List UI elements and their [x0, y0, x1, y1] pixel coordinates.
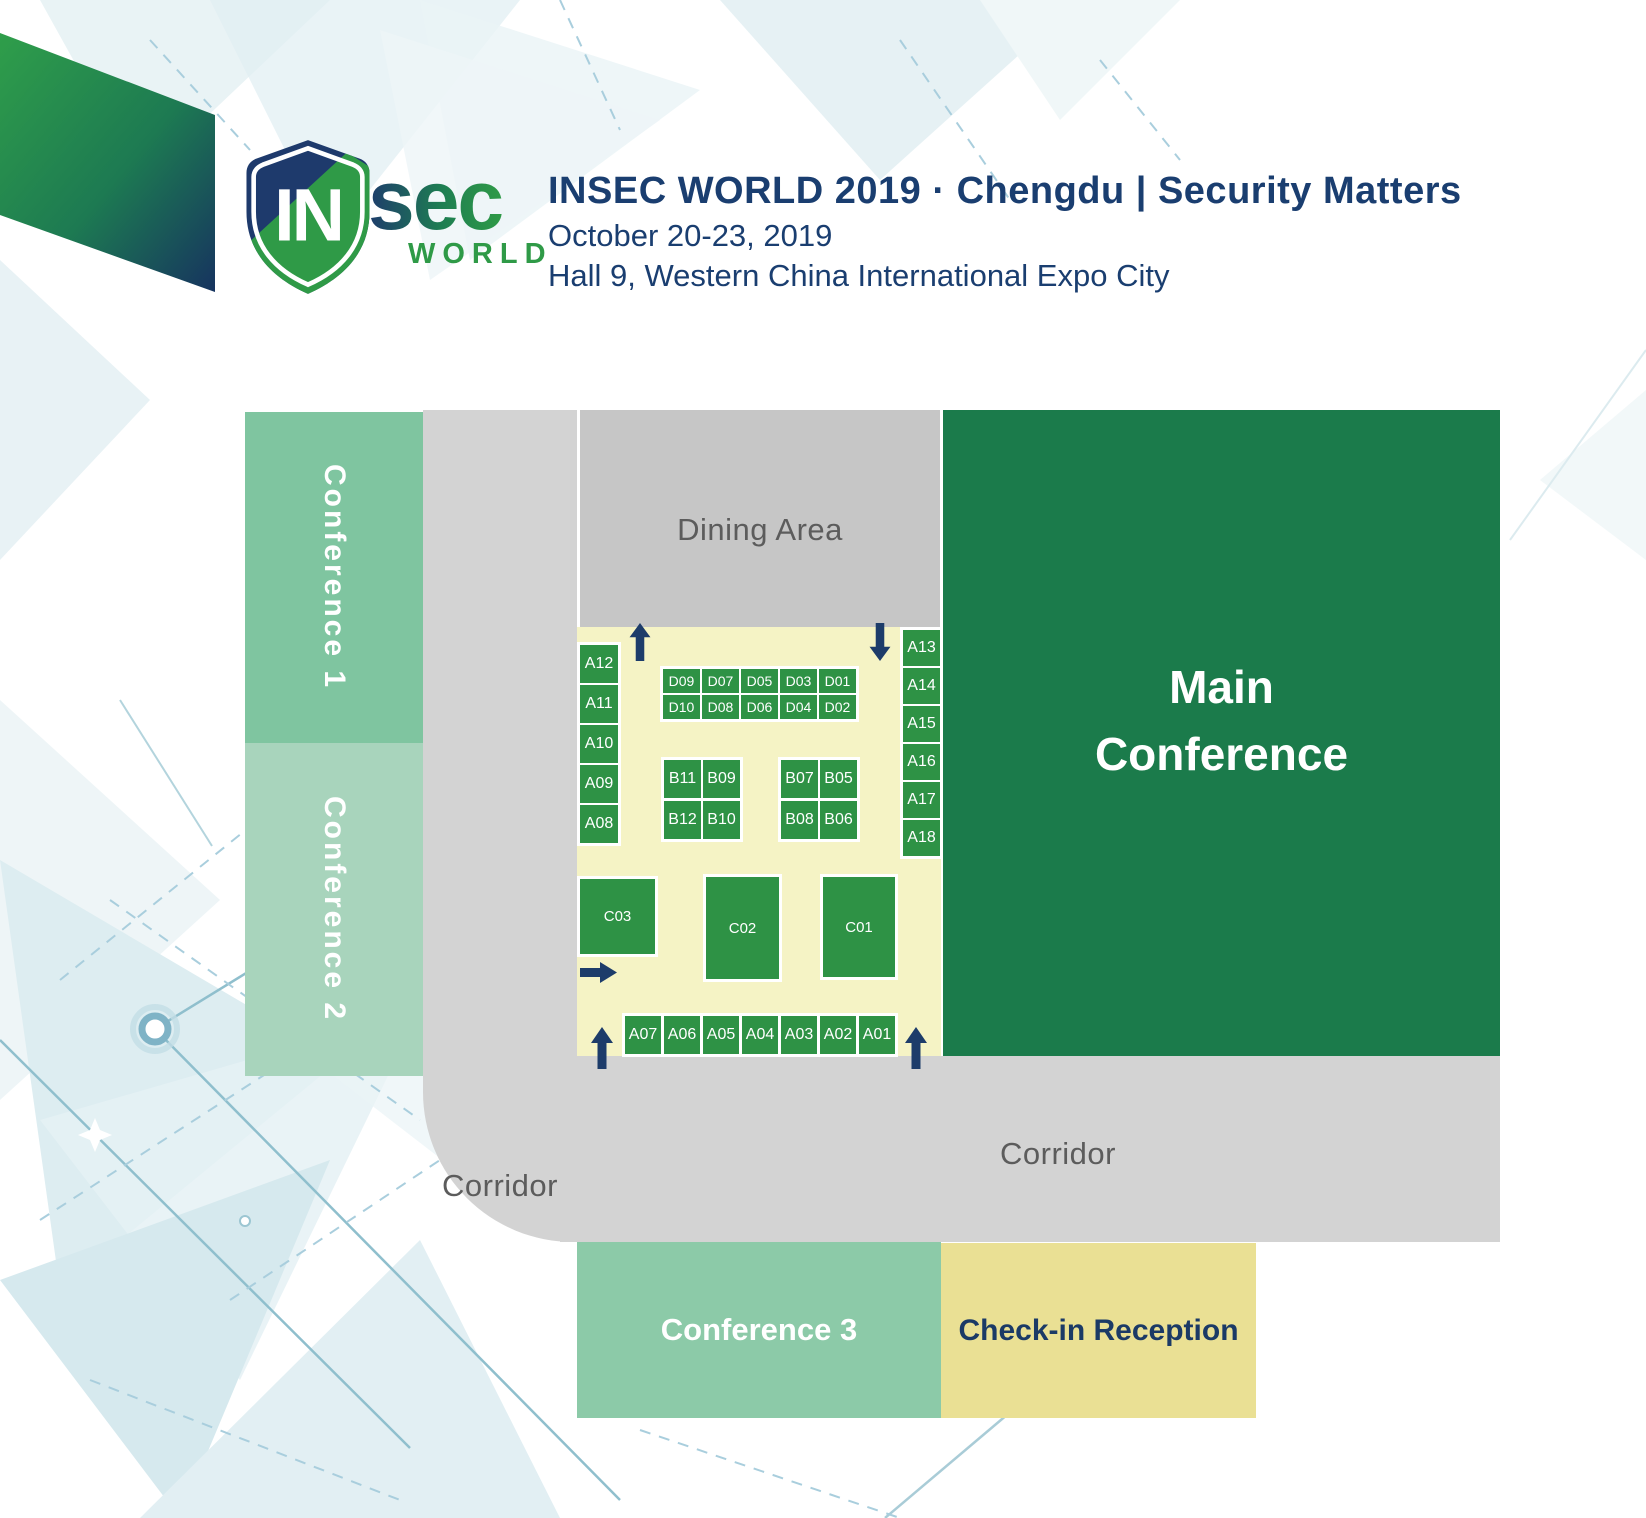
booth-D02: D02 — [819, 695, 856, 719]
area-main-conference: Main Conference — [943, 410, 1500, 1056]
booth-A12: A12 — [580, 645, 618, 683]
booth-A08: A08 — [580, 805, 618, 843]
area-checkin-reception: Check-in Reception — [941, 1243, 1256, 1418]
booth-D10: D10 — [663, 695, 700, 719]
svg-text:IN: IN — [274, 174, 342, 257]
logo-brand-text: sec — [368, 153, 504, 247]
booth-B11: B11 — [664, 760, 701, 798]
event-title: INSEC WORLD 2019 · Chengdu | Security Ma… — [548, 170, 1462, 212]
booth-D08: D08 — [702, 695, 739, 719]
event-dates: October 20-23, 2019 — [548, 218, 833, 253]
entrance-arrow-up-bottom-right-icon — [905, 1027, 927, 1069]
booth-B05: B05 — [820, 760, 857, 798]
booth-A11: A11 — [580, 685, 618, 723]
booth-A05: A05 — [703, 1016, 739, 1054]
entrance-arrow-up-top-left-icon — [629, 623, 651, 661]
insec-shield-logo-icon: IN — [246, 140, 370, 294]
booth-B07: B07 — [781, 760, 818, 798]
conference-2-label: Conference 2 — [318, 796, 351, 1023]
logo-sub-brand-text: WORLD — [408, 238, 553, 270]
area-corridor-bottom: Corridor — [560, 1056, 1500, 1242]
booth-A01: A01 — [859, 1016, 895, 1054]
booth-A18: A18 — [903, 820, 940, 856]
booth-B10: B10 — [703, 801, 740, 839]
area-conference-1: Conference 1 — [245, 412, 423, 743]
entrance-arrow-down-top-right-icon — [869, 623, 891, 661]
corridor-left-label: Corridor — [442, 1168, 558, 1203]
entrance-arrow-up-bottom-left-icon — [591, 1027, 613, 1069]
booth-C01: C01 — [820, 874, 898, 980]
booth-A13: A13 — [903, 630, 940, 666]
corner-ribbon — [0, 33, 215, 292]
booth-D01: D01 — [819, 669, 856, 693]
area-corridor-left: Corridor — [423, 410, 577, 1242]
booth-C03: C03 — [577, 876, 658, 957]
booth-A09: A09 — [580, 765, 618, 803]
booth-A10: A10 — [580, 725, 618, 763]
dining-area-label: Dining Area — [677, 512, 843, 547]
booth-B06: B06 — [820, 801, 857, 839]
booth-A15: A15 — [903, 706, 940, 742]
main-conference-label-line1: Main — [1169, 661, 1274, 714]
booth-B08: B08 — [781, 801, 818, 839]
booth-A06: A06 — [664, 1016, 700, 1054]
conference-1-label: Conference 1 — [318, 464, 351, 691]
booth-D07: D07 — [702, 669, 739, 693]
booth-D03: D03 — [780, 669, 817, 693]
booth-A16: A16 — [903, 744, 940, 780]
booth-A14: A14 — [903, 668, 940, 704]
entrance-arrow-right-mid-left-icon — [580, 962, 617, 983]
booth-D06: D06 — [741, 695, 778, 719]
booth-D09: D09 — [663, 669, 700, 693]
corridor-bottom-label: Corridor — [1000, 1136, 1116, 1171]
booth-A17: A17 — [903, 782, 940, 818]
area-dining: Dining Area — [580, 410, 940, 627]
booth-C02: C02 — [703, 874, 782, 982]
area-conference-2: Conference 2 — [245, 743, 423, 1076]
event-venue: Hall 9, Western China International Expo… — [548, 258, 1170, 293]
booth-B12: B12 — [664, 801, 701, 839]
booth-A02: A02 — [820, 1016, 856, 1054]
booth-A07: A07 — [625, 1016, 661, 1054]
booth-A04: A04 — [742, 1016, 778, 1054]
main-conference-label-line2: Conference — [1094, 728, 1349, 780]
booth-D04: D04 — [780, 695, 817, 719]
conference-3-label: Conference 3 — [660, 1312, 858, 1347]
booth-B09: B09 — [703, 760, 740, 798]
area-conference-3: Conference 3 — [577, 1242, 941, 1418]
booth-A03: A03 — [781, 1016, 817, 1054]
booth-D05: D05 — [741, 669, 778, 693]
checkin-reception-label: Check-in Reception — [958, 1313, 1239, 1347]
